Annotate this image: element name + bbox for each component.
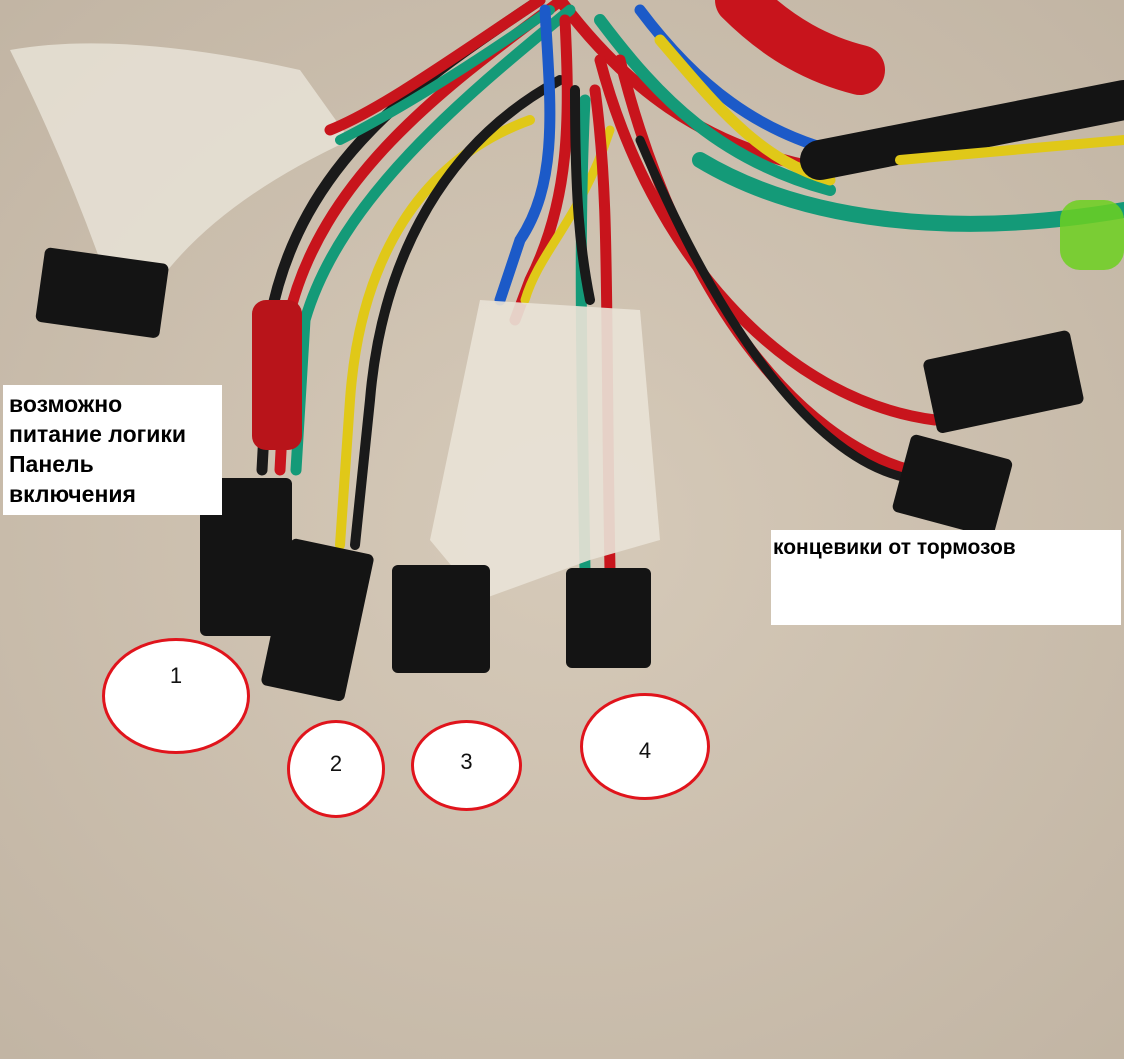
- brake-switch-connector-2: [892, 434, 1013, 537]
- connector-number-4: 4: [580, 693, 710, 800]
- heat-shrink: [252, 300, 302, 450]
- connector-number-3: 3: [411, 720, 522, 811]
- brake-switches-note: концевики от тормозов: [771, 530, 1121, 625]
- tape-wrap-center: [430, 300, 660, 600]
- connector-4-plug: [566, 568, 651, 668]
- power-logic-panel-note: возможно питание логики Панель включения: [3, 385, 222, 515]
- connector-1-plug: [200, 478, 292, 636]
- connector-3-plug: [392, 565, 490, 673]
- note-line: Панель: [9, 451, 94, 477]
- connector-number-1: 1: [102, 638, 250, 754]
- tape-wrap-left: [10, 43, 350, 281]
- note-line: включения: [9, 481, 136, 507]
- connector-1: [35, 247, 169, 338]
- connector-number-2: 2: [287, 720, 385, 818]
- brake-switch-connector-1: [923, 330, 1084, 433]
- note-line: питание логики: [9, 421, 187, 447]
- note-line: возможно: [9, 391, 123, 417]
- connector-2-plug: [261, 538, 374, 701]
